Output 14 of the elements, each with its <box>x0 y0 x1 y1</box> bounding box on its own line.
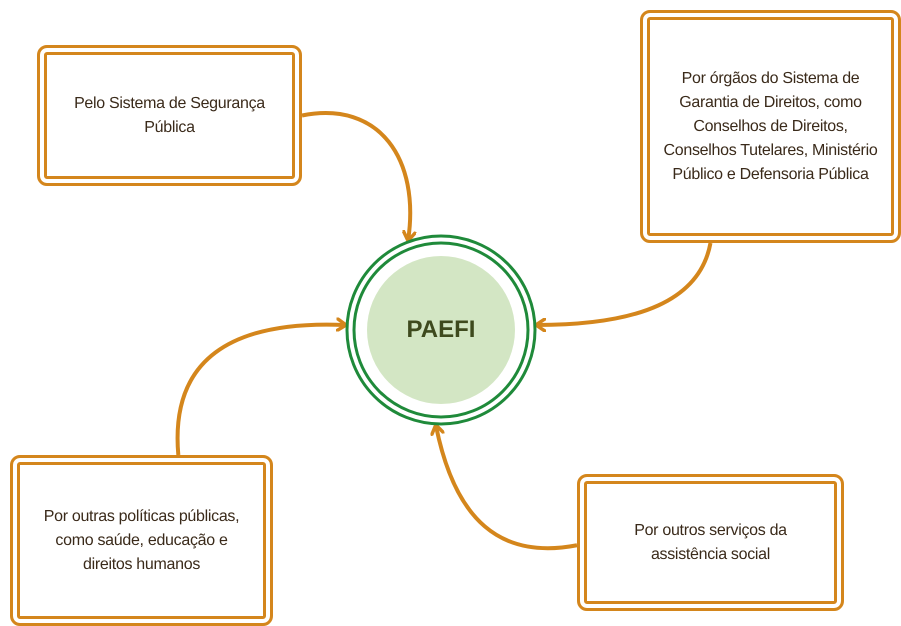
double-ring-circle <box>345 234 537 426</box>
curved-arrow <box>302 111 417 243</box>
source-box <box>640 10 901 243</box>
curved-arrow <box>534 242 712 333</box>
center-label: PAEFI <box>406 316 476 344</box>
curved-arrow <box>430 423 578 550</box>
source-box <box>37 45 302 186</box>
box-text: Por outros serviços da assistência social <box>633 520 788 564</box>
curved-arrow <box>176 317 348 456</box>
box-text: Por outras políticas públicas, como saúde, educação e direitos humanos <box>42 506 240 574</box>
box-text: Pelo Sistema de Segurança Pública <box>73 94 266 138</box>
box-text: Por órgãos do Sistema de Garantia de Direitos, como Conselhos de Direitos, Conselhos Tutelares, Ministério Público e Defensoria Pública <box>662 68 878 184</box>
source-box <box>577 474 844 611</box>
source-box <box>10 455 273 626</box>
